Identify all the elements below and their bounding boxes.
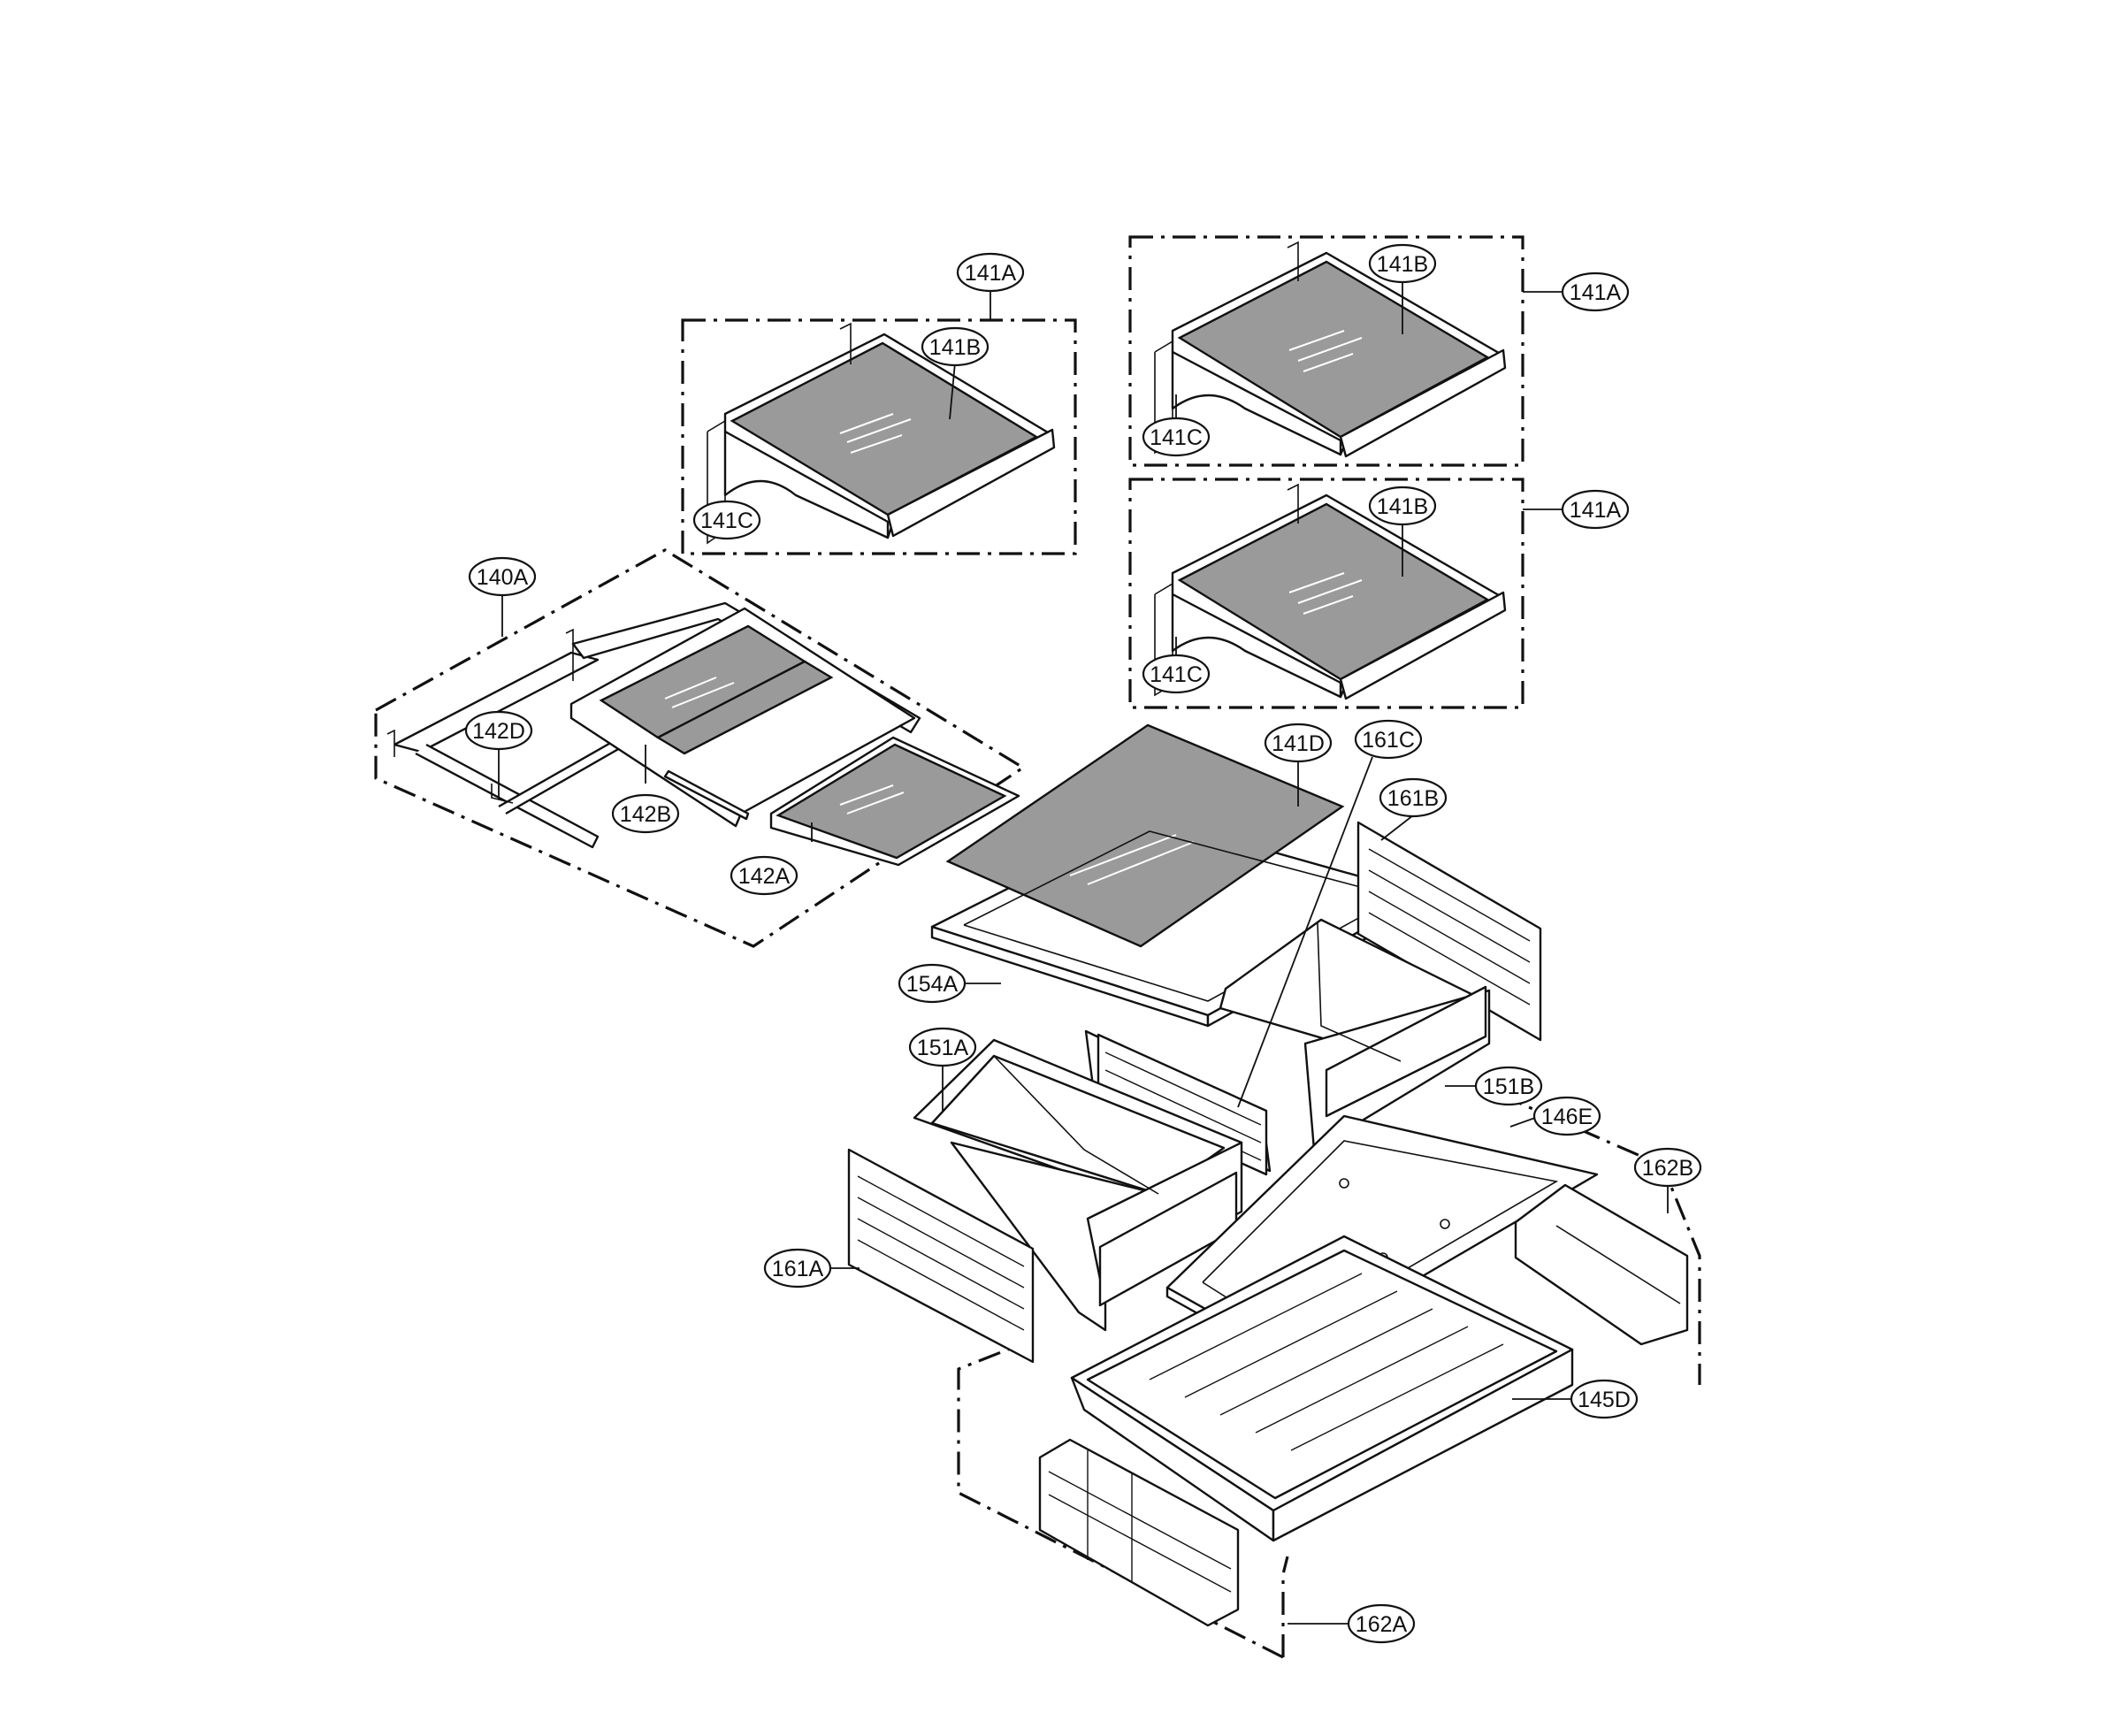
folding-shelf-140A: [386, 601, 1020, 867]
callout-label: 141B: [929, 335, 981, 360]
callout-label: 154A: [906, 972, 959, 997]
callout-label: 141D: [1272, 731, 1325, 756]
panel-161B: [1356, 821, 1542, 1042]
callout-154A: 154A: [898, 963, 967, 1004]
callout-label: 161B: [1387, 786, 1439, 811]
callout-151A: 151A: [908, 1027, 977, 1067]
crisper-drawer-151B: [1219, 918, 1491, 1151]
callout-141B-top: 141B: [1368, 243, 1437, 284]
callout-label: 151B: [1483, 1074, 1534, 1099]
callout-162B: 162B: [1633, 1147, 1702, 1188]
callout-label: 146E: [1541, 1105, 1593, 1129]
callout-141A-top: 141A: [1561, 271, 1630, 312]
group-box-162A-right: [1281, 1556, 1289, 1657]
callout-161B: 161B: [1379, 777, 1448, 818]
callout-label: 141C: [1150, 425, 1203, 450]
callout-label: 142B: [620, 802, 671, 827]
callout-label: 141C: [1150, 662, 1203, 687]
callout-label: 151A: [917, 1036, 969, 1060]
callout-label: 141C: [700, 509, 753, 533]
callout-label: 141A: [965, 261, 1017, 286]
callout-label: 161A: [772, 1257, 824, 1281]
callout-label: 141A: [1570, 280, 1622, 305]
callout-140A: 140A: [468, 556, 537, 597]
callout-label: 141B: [1377, 494, 1428, 519]
callout-141C-top: 141C: [1142, 417, 1211, 457]
callout-label: 142D: [472, 719, 525, 744]
callout-label: 162A: [1356, 1612, 1408, 1637]
callout-label: 161C: [1362, 728, 1415, 753]
callout-142B: 142B: [611, 793, 680, 834]
callout-label: 141A: [1570, 498, 1622, 523]
callout-141A-left: 141A: [956, 252, 1025, 293]
callout-162A: 162A: [1347, 1603, 1416, 1644]
callout-145D: 145D: [1570, 1379, 1639, 1419]
rail-162B: [1514, 1183, 1689, 1346]
callout-142A: 142A: [730, 855, 799, 896]
callout-141C-mid: 141C: [1142, 654, 1211, 694]
callout-146E: 146E: [1532, 1096, 1601, 1136]
callout-141B-left: 141B: [921, 326, 990, 367]
callout-label: 162B: [1642, 1156, 1693, 1181]
callout-141B-mid: 141B: [1368, 486, 1437, 526]
panel-161A: [847, 1148, 1035, 1364]
shelf-141A-top: [1154, 241, 1507, 458]
callout-label: 145D: [1578, 1388, 1631, 1412]
pantry-drawer-145D: [1070, 1235, 1574, 1542]
callout-label: 140A: [477, 565, 529, 590]
callout-label: 142A: [738, 864, 791, 889]
callout-141C-left: 141C: [692, 500, 761, 540]
group-box-141A-left: [681, 318, 1077, 555]
shelf-141A-left: [707, 322, 1056, 545]
callout-label: 141B: [1377, 252, 1428, 277]
callout-151B: 151B: [1474, 1066, 1543, 1106]
callout-142D: 142D: [464, 710, 533, 751]
callout-141D: 141D: [1264, 723, 1333, 763]
rail-162A: [1038, 1438, 1240, 1627]
shelf-141A-mid: [1154, 483, 1507, 700]
group-box-141A-top: [1128, 235, 1524, 467]
group-box-141A-mid: [1128, 478, 1524, 709]
callout-161C: 161C: [1354, 719, 1423, 760]
callout-141A-mid: 141A: [1561, 489, 1630, 530]
callout-161A: 161A: [763, 1248, 832, 1289]
